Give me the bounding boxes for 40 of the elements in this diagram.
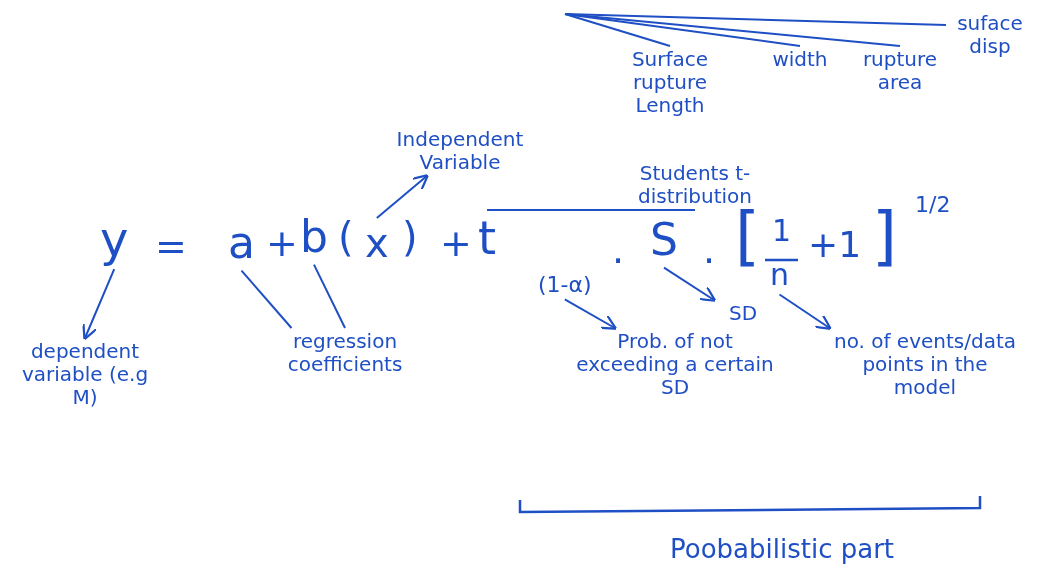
connector-line	[312, 263, 346, 329]
annotation: SD	[718, 302, 768, 325]
parenthesis: (	[338, 214, 354, 260]
coefficient-symbol: b	[300, 212, 328, 263]
bracket-symbol: ]	[872, 200, 897, 274]
variable-symbol: S	[650, 215, 678, 266]
annotation: rupture area	[850, 48, 950, 94]
annotation: Prob. of not exceeding a certain SD	[570, 330, 780, 399]
annotation: dependent variable (e.g M)	[10, 340, 160, 409]
annotation: Surface rupture Length	[610, 48, 730, 117]
arrow	[662, 266, 717, 302]
exponent: 1/2	[915, 192, 951, 218]
variable-symbol: n	[770, 258, 789, 293]
arrow	[82, 268, 116, 341]
dot-operator: ·	[612, 240, 625, 284]
expression-term: +1	[808, 224, 862, 266]
arrow	[375, 174, 430, 219]
plus-sign: +	[266, 222, 298, 266]
variable-symbol: x	[365, 220, 389, 266]
annotation: width	[760, 48, 840, 71]
annotation: Independent Variable	[355, 128, 565, 174]
equals-sign: =	[155, 225, 187, 269]
arrow	[778, 293, 832, 330]
annotation: regression coefficients	[270, 330, 420, 376]
subscript: (1-α)	[538, 272, 592, 298]
connector-line	[486, 209, 696, 211]
variable-symbol: t	[478, 212, 497, 265]
variable-symbol: y	[100, 212, 129, 268]
annotation: no. of events/data points in the model	[830, 330, 1020, 399]
arrow	[563, 298, 618, 330]
connector-line	[564, 13, 947, 26]
coefficient-symbol: a	[228, 218, 255, 269]
connector-line	[564, 13, 671, 47]
plus-sign: +	[440, 222, 472, 266]
numerator: 1	[772, 214, 792, 249]
part-label: Poobabilistic part	[670, 535, 895, 565]
connector-line	[240, 269, 293, 329]
parenthesis: )	[402, 214, 418, 260]
annotation: suface disp	[950, 12, 1030, 58]
dot-operator: ·	[703, 240, 716, 284]
